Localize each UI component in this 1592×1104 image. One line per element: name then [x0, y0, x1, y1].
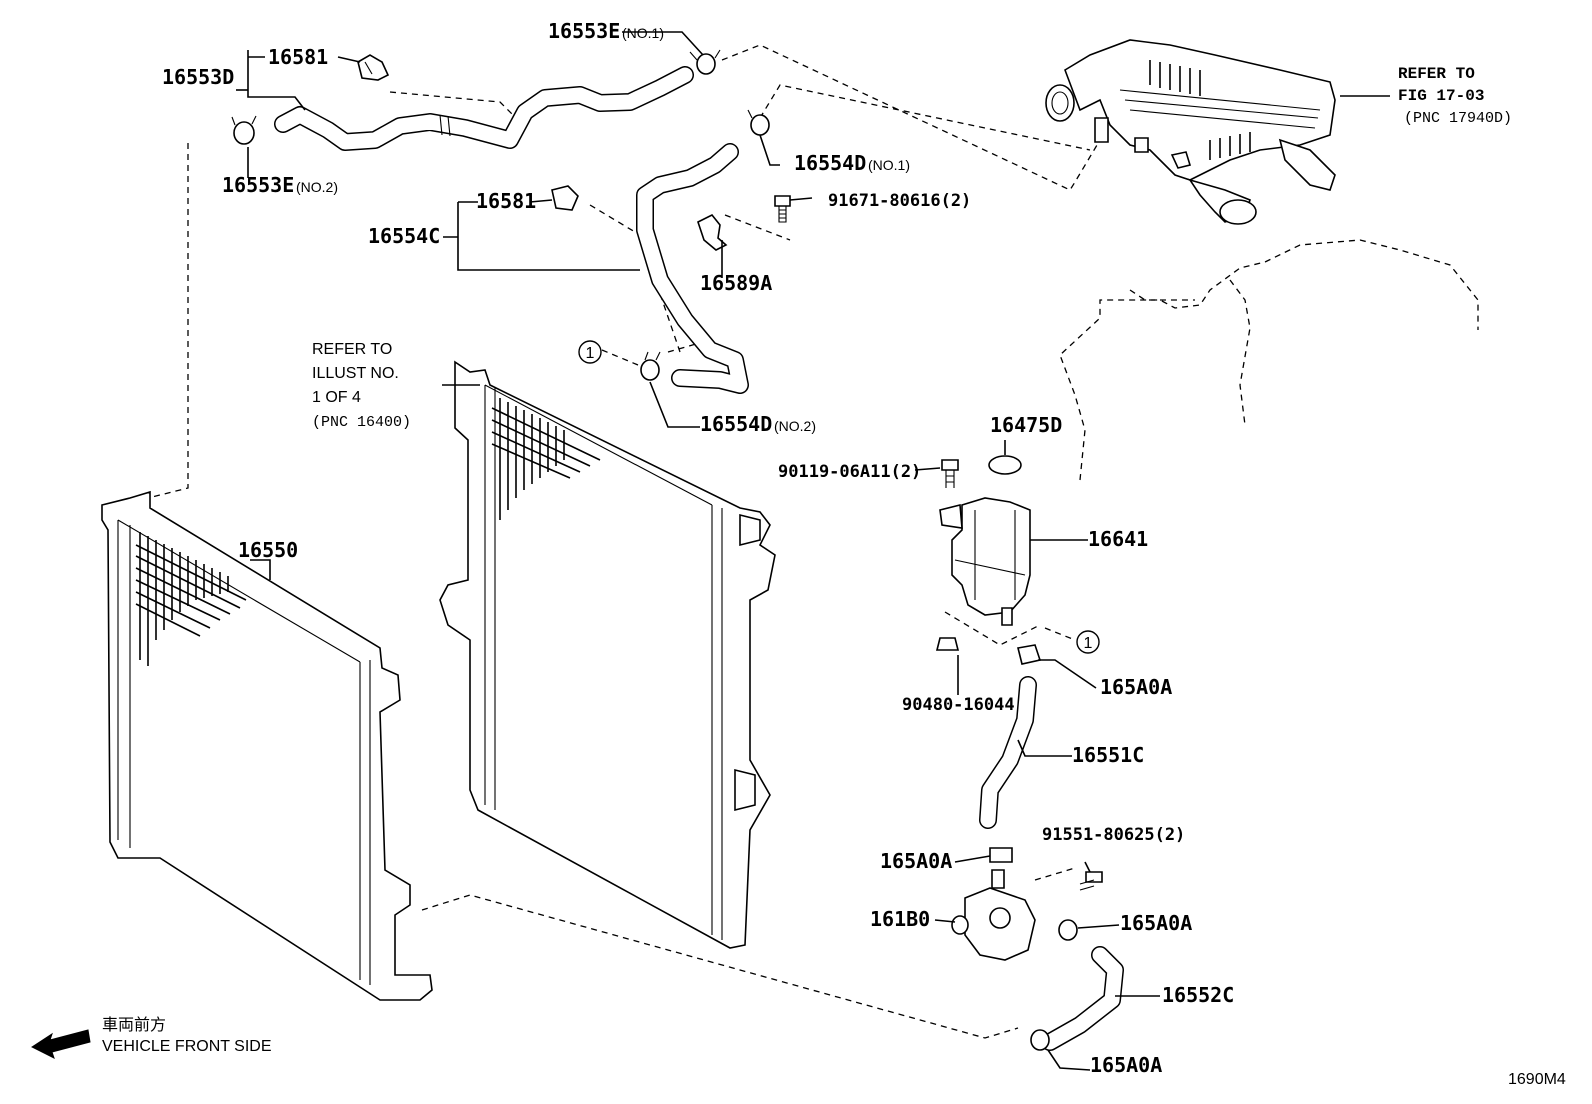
clamp-16553e-no2 — [231, 115, 257, 145]
refer-fig-line1: REFER TO — [1398, 65, 1475, 83]
circled-number-icon — [578, 340, 602, 364]
label-16554d-no1: 16554D — [794, 151, 866, 175]
refer-illust-block: REFER TO ILLUST NO. 1 OF 4 (PNC 16400) — [312, 341, 411, 431]
label-91671: 91671-80616(2) — [828, 191, 971, 211]
label-165a0a-1: 165A0A — [1100, 675, 1172, 699]
hose-16551c — [979, 676, 1037, 829]
clamp-16553e-no1 — [689, 49, 721, 75]
label-16581-mid: 16581 — [476, 189, 536, 213]
label-16553e-no2: 16553E — [222, 173, 294, 197]
label-16554c: 16554C — [368, 224, 440, 248]
label-16554d-no2-sub: (NO.2) — [774, 418, 816, 434]
label-16552c: 16552C — [1162, 983, 1234, 1007]
engine-outline — [1059, 239, 1479, 481]
label-16550: 16550 — [238, 538, 298, 562]
circled-ref-label: 1 — [586, 345, 595, 362]
refer-fig-line2: FIG 17-03 — [1398, 87, 1484, 105]
refer-illust-line4: (PNC 16400) — [312, 414, 411, 431]
clamp-165a0a-2 — [989, 847, 1013, 863]
refer-fig-line3: (PNC 17940D) — [1404, 110, 1512, 127]
label-161b0: 161B0 — [870, 907, 930, 931]
bolt-90119 — [941, 459, 959, 488]
front-label-jp: 車両前方 — [102, 1016, 166, 1034]
radiator-16550 — [101, 490, 433, 1001]
circled-number-icon — [1076, 630, 1100, 654]
clip-16581-mid — [551, 185, 579, 211]
label-165a0a-3: 165A0A — [1120, 911, 1192, 935]
clamp-16554d-no2 — [640, 351, 661, 381]
bolt-91551 — [1079, 871, 1103, 891]
front-label-en: VEHICLE FRONT SIDE — [102, 1038, 272, 1055]
label-16641: 16641 — [1088, 527, 1148, 551]
part-labels: 16553E (NO.1) 16581 16553D 16553E (NO.2)… — [162, 19, 1234, 1077]
clamp-165a0a-3 — [1058, 919, 1078, 941]
leader-lines — [236, 31, 1390, 1071]
figure-code: 1690M4 — [1508, 1071, 1566, 1088]
label-16589a: 16589A — [700, 271, 772, 295]
clip-16581-top — [357, 54, 390, 81]
label-16554d-no2: 16554D — [700, 412, 772, 436]
radiator-rear — [439, 360, 776, 949]
water-pump-161b0 — [951, 869, 1036, 961]
label-16475d: 16475D — [990, 413, 1062, 437]
refer-fig-block: REFER TO FIG 17-03 (PNC 17940D) — [1398, 65, 1512, 127]
clamp-165a0a-4 — [1030, 1029, 1050, 1051]
arrow-left-icon — [30, 1029, 91, 1059]
reservoir-16641 — [939, 455, 1031, 626]
label-90119: 90119-06A11(2) — [778, 462, 921, 482]
label-16553e-no1-sub: (NO.1) — [622, 25, 664, 41]
label-16553d: 16553D — [162, 65, 234, 89]
label-16553e-no2-sub: (NO.2) — [296, 179, 338, 195]
circled-ref-label: 1 — [1084, 635, 1093, 652]
label-165a0a-4: 165A0A — [1090, 1053, 1162, 1077]
hose-16554c — [636, 143, 749, 394]
clamp-16554d-no1 — [747, 109, 770, 136]
bolt-91671 — [774, 195, 791, 223]
label-91551: 91551-80625(2) — [1042, 825, 1185, 845]
label-16581-top: 16581 — [268, 45, 328, 69]
label-16553e-no1: 16553E — [548, 19, 620, 43]
front-side-indicator: 車両前方 VEHICLE FRONT SIDE — [30, 1016, 272, 1059]
refer-illust-line3: 1 OF 4 — [312, 389, 361, 406]
intercooler-assembly — [1045, 39, 1336, 225]
hose-16552c — [1041, 946, 1124, 1051]
clamp-165a0a-1 — [1017, 644, 1042, 665]
label-16551c: 16551C — [1072, 743, 1144, 767]
refer-illust-line1: REFER TO — [312, 341, 392, 358]
label-90480: 90480-16044 — [902, 695, 1015, 715]
grommet-90480 — [935, 637, 960, 651]
circled-ref-right: 1 — [1076, 630, 1100, 654]
label-16554d-no1-sub: (NO.1) — [868, 157, 910, 173]
hose-16553d — [274, 66, 694, 151]
circled-ref-left: 1 — [578, 340, 602, 364]
label-165a0a-2: 165A0A — [880, 849, 952, 873]
refer-illust-line2: ILLUST NO. — [312, 365, 399, 382]
